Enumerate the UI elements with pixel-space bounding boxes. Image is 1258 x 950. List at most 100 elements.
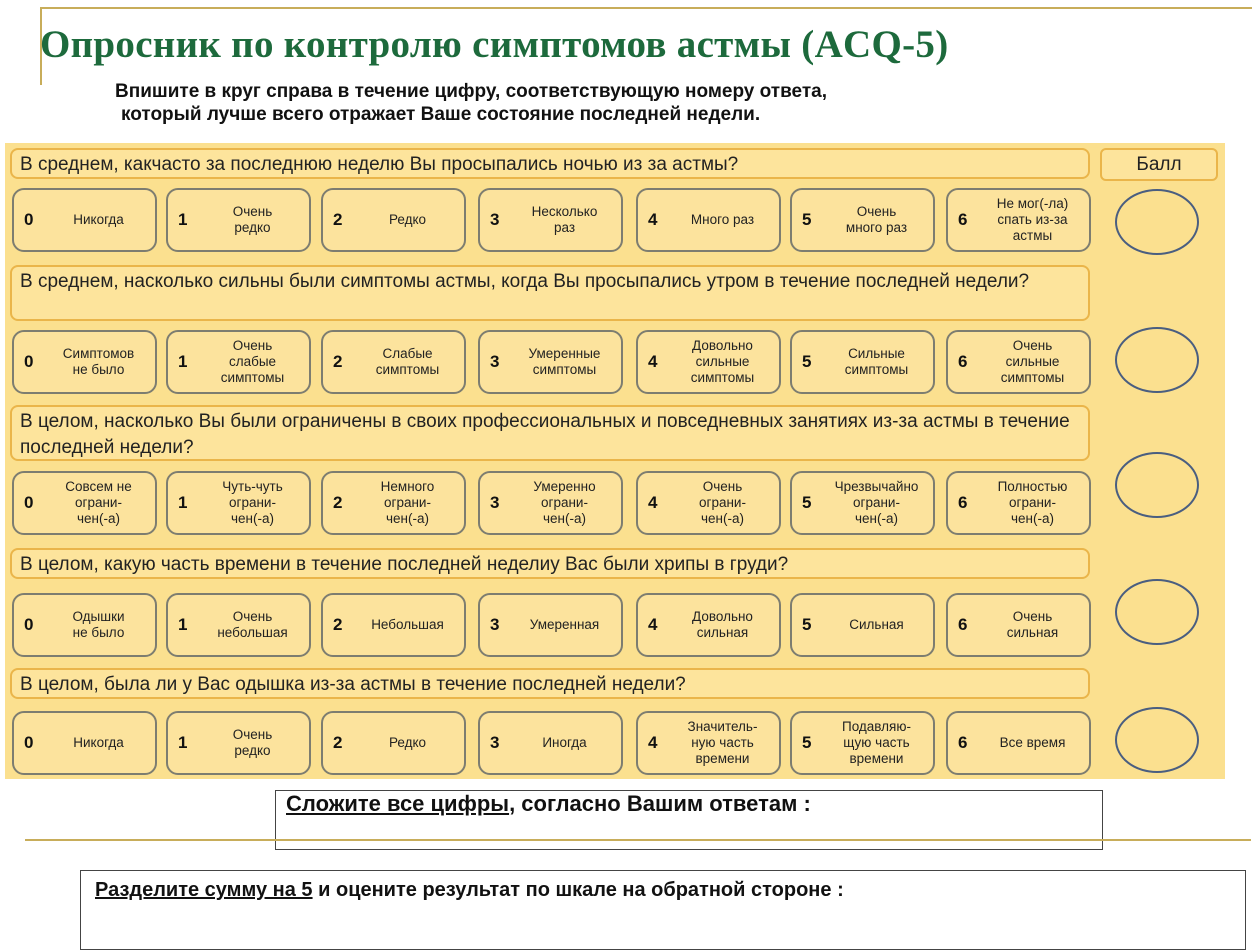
option-label: Небольшая [371,617,444,632]
divide-instruction-underlined: Разделите сумму на 5 [95,879,313,901]
option-label: Чуть-чуть ограни- чен(-а) [222,479,283,526]
option-number: 4 [648,615,658,634]
divide-instruction: и оцените результат по шкале на обратной… [312,879,844,901]
option-label: Совсем не ограни- чен(-а) [65,479,132,526]
answer-option[interactable]: 2 Слабые симптомы [321,330,466,394]
score-circle-input[interactable] [1115,452,1199,518]
option-number: 2 [333,493,343,512]
option-number: 3 [490,493,500,512]
score-header: Балл [1100,148,1218,181]
option-number: 2 [333,210,343,229]
question-text: В целом, какую часть времени в течение п… [10,548,1090,579]
option-label: Очень сильная [1006,609,1059,640]
option-label: Очень ограни- чен(-а) [699,479,746,526]
answer-option[interactable]: 6 Полностью ограни- чен(-а) [946,471,1091,535]
option-label: Очень много раз [845,204,908,235]
option-number: 1 [178,210,188,229]
option-number: 3 [490,733,500,752]
option-label: Слабые симптомы [375,346,440,377]
option-number: 1 [178,615,188,634]
option-label: Полностью ограни- чен(-а) [997,479,1068,526]
answer-option[interactable]: 3 Умеренные симптомы [478,330,623,394]
option-number: 6 [958,210,968,229]
answer-option[interactable]: 1 Очень редко [166,188,311,252]
answer-option[interactable]: 0 Одышки не было [12,593,157,657]
option-label: Чрезвычайно ограни- чен(-а) [834,479,919,526]
option-number: 5 [802,493,812,512]
option-number: 3 [490,352,500,371]
question-text: В среднем, какчасто за последнюю неделю … [10,148,1090,179]
option-label: Значитель- ную часть времени [687,719,758,766]
option-label: Не мог(-ла) спать из-за астмы [996,196,1069,243]
answer-option[interactable]: 5 Чрезвычайно ограни- чен(-а) [790,471,935,535]
sum-instruction: , согласно Вашим ответам : [509,791,811,816]
top-divider [40,7,1252,9]
answer-option[interactable]: 5 Сильная [790,593,935,657]
score-circle-input[interactable] [1115,189,1199,255]
question-text: В целом, насколько Вы были ограничены в … [10,405,1090,461]
option-label: Очень сильные симптомы [1000,338,1065,385]
option-number: 5 [802,615,812,634]
option-label: Довольно сильная [692,609,753,640]
answer-option[interactable]: 6 Не мог(-ла) спать из-за астмы [946,188,1091,252]
answer-option[interactable]: 4 Очень ограни- чен(-а) [636,471,781,535]
answer-option[interactable]: 1 Очень небольшая [166,593,311,657]
answer-option[interactable]: 4 Довольно сильная [636,593,781,657]
score-circle-input[interactable] [1115,579,1199,645]
option-number: 0 [24,210,34,229]
sum-box[interactable]: Сложите все цифры, согласно Вашим ответа… [275,790,1103,850]
option-number: 6 [958,493,968,512]
score-circle-input[interactable] [1115,707,1199,773]
option-number: 0 [24,352,34,371]
answer-option[interactable]: 4 Значитель- ную часть времени [636,711,781,775]
option-number: 5 [802,733,812,752]
option-number: 5 [802,210,812,229]
question-text: В целом, была ли у Вас одышка из-за астм… [10,668,1090,699]
option-label: Несколько раз [531,204,598,235]
divide-box[interactable]: Разделите сумму на 5 и оцените результат… [80,870,1246,950]
option-label: Умеренная [529,617,600,632]
score-circle-input[interactable] [1115,327,1199,393]
option-label: Очень небольшая [217,609,288,640]
option-number: 4 [648,210,658,229]
left-divider [40,7,42,85]
answer-option[interactable]: 2 Немного ограни- чен(-а) [321,471,466,535]
option-number: 4 [648,733,658,752]
answer-option[interactable]: 5 Очень много раз [790,188,935,252]
option-number: 2 [333,733,343,752]
question-text: В среднем, насколько сильны были симптом… [10,265,1090,321]
option-number: 4 [648,493,658,512]
answer-option[interactable]: 0 Никогда [12,188,157,252]
bottom-divider [25,839,1251,841]
option-label: Одышки не было [72,609,125,640]
option-number: 0 [24,615,34,634]
option-label: Умеренные симптомы [528,346,601,377]
option-label: Никогда [73,212,124,227]
option-label: Никогда [73,735,124,750]
option-number: 2 [333,352,343,371]
option-label: Очень редко [232,204,273,235]
option-label: Сильная [849,617,904,632]
option-label: Немного ограни- чен(-а) [380,479,435,526]
sum-instruction-underlined: Сложите все цифры [286,791,510,816]
